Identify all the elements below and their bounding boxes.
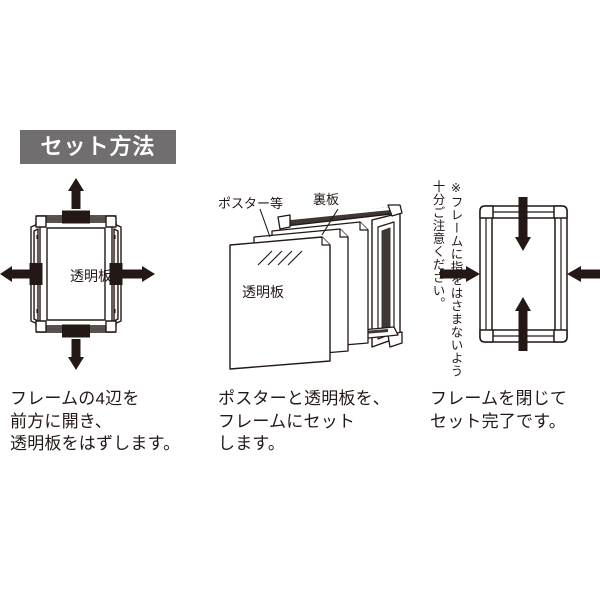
label-poster-etc: ポスター等 <box>218 196 284 211</box>
label-back-board: 裏板 <box>313 192 340 207</box>
label-transparent-plate-step2: 透明板 <box>242 284 284 300</box>
section-title-badge: セット方法 <box>20 130 176 164</box>
open-frame-four-sides-diagram <box>0 178 155 370</box>
arrow-down-icon <box>68 335 84 370</box>
step-2-illustration-panel: ポスター等 裏板 透明板 <box>210 175 422 375</box>
step-1-caption: フレームの4辺を 前方に開き、 透明板をはずします。 <box>10 389 181 454</box>
arrow-up-icon <box>68 178 84 213</box>
warning-text-line-1: ※フレームに指をはさまないよう <box>448 180 463 378</box>
closed-frame-press-inward-diagram <box>440 197 600 351</box>
arrow-left-icon <box>0 266 32 282</box>
section-title-text: セット方法 <box>40 134 156 159</box>
warning-text-line-2: 十分ご注意ください。 <box>430 180 445 310</box>
arrow-right-icon <box>120 266 155 282</box>
label-transparent-plate-step1: 透明板 <box>70 268 112 284</box>
arrow-group-outward <box>0 178 155 370</box>
stacked-sheets-into-frame-diagram <box>229 204 403 370</box>
step-2-caption: ポスターと透明板を、 フレームにセット します。 <box>218 389 390 454</box>
step-3-illustration-panel: ※フレームに指をはさまないよう 十分ご注意ください。 <box>422 175 600 378</box>
step-1-illustration-panel: 透明板 <box>0 175 210 375</box>
step-3-caption: フレームを閉じて セット完了です。 <box>430 389 568 431</box>
